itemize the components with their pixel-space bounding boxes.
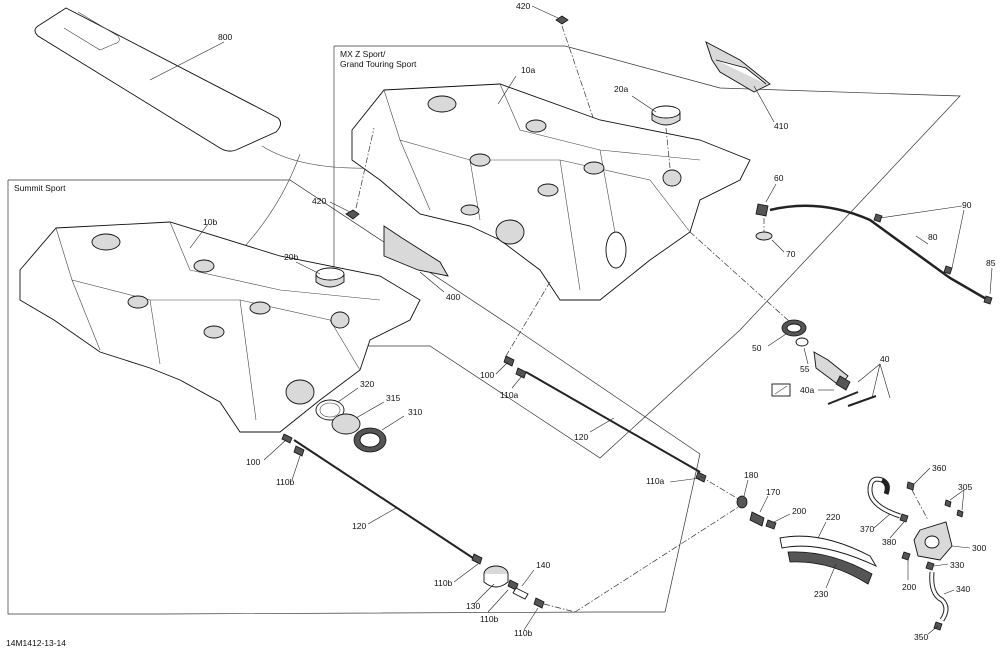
frame-title-mxz-line1: MX Z Sport/ [340,49,386,59]
label-130: 130 [466,601,480,611]
label-320: 320 [360,379,374,389]
label-420-top: 420 [516,1,530,11]
part-10a-fuel-tank [351,75,751,301]
part-315-plate [331,401,385,435]
part-60-vent-valve [755,183,777,217]
part-800-decal [34,7,281,152]
frame-title-mxz-line2: Grand Touring Sport [340,59,417,69]
label-20b: 20b [284,252,298,262]
label-180: 180 [744,470,758,480]
label-90: 90 [962,200,972,210]
label-50: 50 [752,343,762,353]
label-70: 70 [786,249,796,259]
label-110b-bottom3: 110b [514,628,533,638]
label-305: 305 [958,482,972,492]
drawing-code: 14M1412-13-14 [6,638,66,648]
label-420-mid: 420 [312,196,326,206]
label-100-mid: 100 [480,370,494,380]
label-100-left: 100 [246,457,260,467]
label-40: 40 [880,354,890,364]
part-40-sender [813,351,891,407]
part-85-fitting [983,267,993,305]
label-10b: 10b [203,217,217,227]
arrow-800-summit [235,153,301,257]
part-10b-fuel-tank [19,221,421,433]
frame-title-summit: Summit Sport [14,183,66,193]
label-60: 60 [774,173,784,183]
part-90-clamps [873,205,965,275]
label-170: 170 [766,487,780,497]
label-200-a: 200 [792,506,806,516]
label-85: 85 [986,258,996,268]
label-120-mid: 120 [574,432,588,442]
label-310: 310 [408,407,422,417]
label-110a-low: 110a [646,476,665,486]
label-110b-left: 110b [276,477,295,487]
label-110b-bottom1: 110b [434,578,453,588]
part-50-nut [767,319,807,347]
label-200-b: 200 [902,582,916,592]
label-315: 315 [386,393,400,403]
dash-tank-to-sender [689,231,791,323]
part-20b-fuel-cap [295,261,345,288]
part-120-mid-line [495,281,707,483]
label-80: 80 [928,232,938,242]
dash-line-to-pump [699,475,741,501]
part-350-clamp [927,621,943,635]
part-20a-fuel-cap [631,95,681,169]
part-360-nut [906,467,931,521]
part-420-clip-mid [329,127,375,220]
label-40a: 40a [800,385,814,395]
label-350: 350 [914,632,928,642]
label-20a: 20a [614,84,628,94]
part-310-ring [353,415,405,453]
part-200-clamp-b [901,551,911,580]
label-220: 220 [826,512,840,522]
part-380-clamp [889,513,909,539]
part-400-shield [383,225,449,293]
label-360: 360 [932,463,946,473]
part-300-fuel-pump [913,521,971,561]
part-230-hose [787,551,873,589]
part-120-left-line [263,433,483,583]
part-305-bolts [944,489,965,518]
label-380: 380 [882,537,896,547]
label-10a: 10a [521,65,535,75]
label-55: 55 [800,364,810,374]
label-340: 340 [956,584,970,594]
arrow-800-mxz [261,145,373,169]
part-40a-harness-icon [771,383,834,397]
label-330: 330 [950,560,964,570]
label-120-left: 120 [352,521,366,531]
part-320-gasket [315,387,359,421]
part-55-seal [795,337,809,365]
part-200-clamp-a [765,513,791,530]
label-400: 400 [446,292,460,302]
part-420-clip-top [531,5,599,133]
label-140: 140 [536,560,550,570]
part-370-hose [867,476,901,529]
part-340-hose [929,571,955,622]
part-220-hose [779,521,878,568]
label-230: 230 [814,589,828,599]
label-110b-bottom2: 110b [480,614,499,624]
label-300: 300 [972,543,986,553]
part-130-filter [473,565,509,605]
part-70-grommet [755,218,785,253]
part-410-shield [705,41,775,123]
part-330-fitting [925,561,949,571]
part-80-vent-hose [769,204,989,302]
label-110a-mid: 110a [500,390,519,400]
part-170-connector [749,495,769,527]
label-800: 800 [218,32,232,42]
part-140-fitting [487,505,741,631]
label-370: 370 [860,524,874,534]
summit-frame [7,179,701,615]
part-180-grommet [736,479,749,509]
label-410: 410 [774,121,788,131]
